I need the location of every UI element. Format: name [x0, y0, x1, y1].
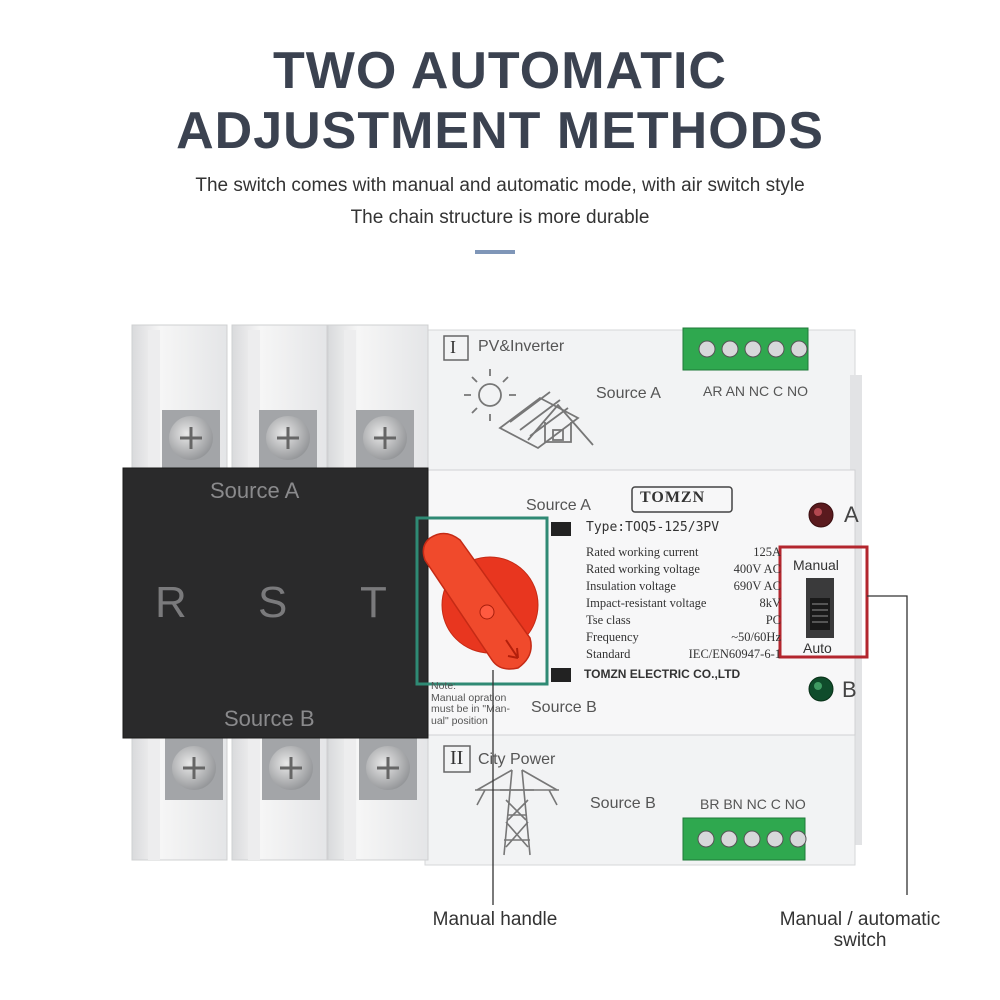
handle-highlight-box: [415, 516, 549, 686]
indicator-b-lamp: [808, 676, 834, 702]
section-i-box: [443, 335, 469, 361]
phase-t-label: T: [360, 578, 387, 627]
mode-switch-manual-label: Manual: [793, 557, 839, 573]
heading-line2: ADJUSTMENT METHODS: [176, 102, 824, 160]
power-tower-icon: [475, 769, 559, 856]
red-manual-handle: [422, 532, 539, 670]
brand-logo-frame: [631, 486, 733, 513]
subtitle-line2: The chain structure is more durable: [350, 207, 650, 228]
bottom-green-terminal-block: [682, 817, 807, 861]
heading-line1: TWO AUTOMATIC: [273, 42, 727, 100]
manual-operation-note: Note: Manual opration must be in "Man- u…: [431, 680, 511, 727]
manufacturer-label: TOMZN ELECTRIC CO.,LTD: [584, 667, 741, 681]
bottom-terminal-screws: [165, 738, 417, 800]
section-ii-box: [443, 745, 471, 773]
brand-logo: TOMZN: [640, 489, 706, 506]
phase-r-label: R: [155, 578, 187, 627]
section-ii-numeral: II: [450, 747, 464, 769]
switch-highlight-box: [778, 545, 869, 659]
device-type: Type:TOQ5-125/3PV: [586, 520, 720, 535]
mode-switch-knob: [810, 598, 830, 630]
handle-source-b-label: Source B: [531, 699, 597, 716]
mode-switch-auto-label: Auto: [803, 640, 832, 656]
indicator-a-lamp: [808, 502, 834, 528]
section-i-numeral: I: [450, 337, 456, 357]
indicator-a-label: A: [844, 502, 859, 527]
section-i-label: PV&Inverter: [478, 338, 565, 355]
section-i-source: Source A: [596, 385, 661, 402]
subtitle-line1: The switch comes with manual and automat…: [195, 175, 805, 196]
bottom-terminal-labels: BR BN NC C NO: [700, 796, 806, 812]
top-green-terminal-block: [682, 327, 809, 371]
top-terminal-labels: AR AN NC C NO: [703, 383, 809, 399]
section-ii-source: Source B: [590, 795, 656, 812]
cover-source-b-label: Source B: [224, 706, 315, 731]
indicator-b-label: B: [842, 677, 857, 702]
spec-row: Frequency~50/60Hz: [586, 630, 781, 644]
phase-s-label: S: [258, 578, 288, 627]
handle-source-a-label: Source A: [526, 497, 591, 514]
handle-source-b-mark: [551, 668, 571, 682]
switch-callout-line: [867, 595, 908, 895]
mode-switch-callout: Manual / automatic switch: [779, 909, 941, 951]
cover-source-a-label: Source A: [210, 478, 300, 503]
black-terminal-cover: [122, 467, 429, 739]
section-ii-label: City Power: [478, 751, 556, 768]
handle-source-a-mark: [551, 522, 571, 536]
top-terminal-screws: [162, 410, 414, 468]
accent-divider: [475, 250, 515, 254]
manual-handle-callout: Manual handle: [432, 909, 558, 930]
solar-house-icon: [464, 369, 594, 450]
